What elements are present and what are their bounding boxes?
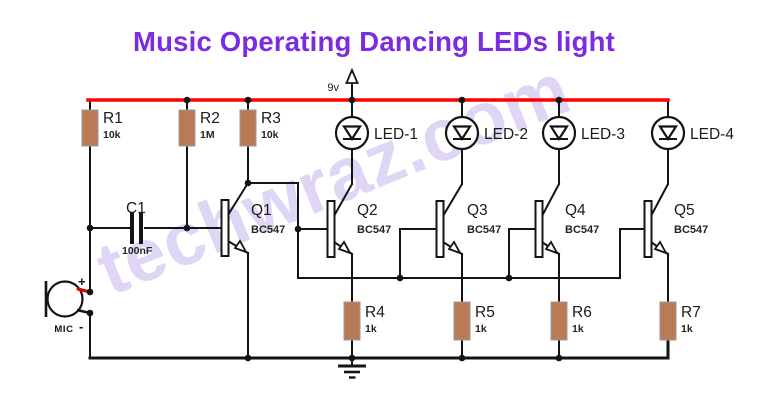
capacitor-c1: C1 100nF <box>122 200 153 257</box>
ground-icon <box>338 364 366 379</box>
led-3: LED-3 <box>541 115 625 151</box>
resistor-name: R2 <box>200 110 220 127</box>
emitter-arrow-icon <box>447 240 462 255</box>
ground-rail <box>88 338 670 360</box>
capacitor-name: C1 <box>126 200 146 217</box>
transistor-q3: Q3 BC547 <box>435 200 501 258</box>
emitter-arrow-icon <box>233 239 248 254</box>
resistor-body <box>239 109 257 147</box>
resistor-value: 1k <box>475 323 487 335</box>
led-diode-icon <box>451 125 473 142</box>
transistor-q5: Q5 BC547 <box>643 200 708 258</box>
supply-9v: 9v <box>327 67 359 94</box>
transistor-base-bar <box>643 200 653 258</box>
capacitor-plate <box>139 212 143 244</box>
capacitor-plate <box>130 212 134 244</box>
resistor-value: 1k <box>365 323 377 335</box>
led-label: LED-3 <box>581 126 625 143</box>
emitter-arrow-icon <box>544 240 559 255</box>
capacitor-value: 100nF <box>122 245 153 257</box>
transistor-q4: Q4 BC547 <box>534 200 599 258</box>
resistor-value: 10k <box>261 129 279 141</box>
transistor-name: Q1 <box>251 202 272 219</box>
transistor-name: Q5 <box>674 202 695 219</box>
supply-label: 9v <box>327 82 339 94</box>
led-diode-icon <box>341 125 363 142</box>
resistor-name: R7 <box>681 304 701 321</box>
microphone: + - MIC <box>44 274 92 335</box>
led-2: LED-2 <box>444 115 528 151</box>
resistor-r3: R3 10k <box>239 109 281 147</box>
transistor-part: BC547 <box>357 224 391 236</box>
led-label: LED-1 <box>374 126 418 143</box>
resistor-body <box>550 301 568 341</box>
transistor-q2: Q2 BC547 <box>326 200 391 258</box>
emitter-arrow-icon <box>653 240 668 255</box>
mic-circle <box>46 280 84 318</box>
resistor-body <box>343 301 361 341</box>
transistor-name: Q4 <box>565 202 586 219</box>
resistor-r5: R5 1k <box>453 301 495 341</box>
resistor-r4: R4 1k <box>343 301 385 341</box>
resistor-name: R3 <box>261 110 281 127</box>
transistor-base-bar <box>534 200 544 258</box>
page-title: Music Operating Dancing LEDs light <box>133 26 615 57</box>
emitter-arrow-icon <box>337 240 352 255</box>
junction-dots <box>86 96 563 362</box>
transistor-part: BC547 <box>467 224 501 236</box>
mic-minus-sign: - <box>79 319 83 334</box>
transistor-part: BC547 <box>251 224 285 236</box>
resistor-value: 1k <box>681 323 693 335</box>
resistor-r7: R7 1k <box>659 301 701 341</box>
transistor-name: Q2 <box>357 202 378 219</box>
led-diode-icon <box>657 125 679 142</box>
resistor-name: R4 <box>365 304 385 321</box>
resistor-name: R6 <box>572 304 592 321</box>
transistor-name: Q3 <box>467 202 488 219</box>
led-label: LED-4 <box>690 126 734 143</box>
mic-label: MIC <box>54 324 73 335</box>
transistor-part: BC547 <box>565 224 599 236</box>
resistor-r2: R2 1M <box>178 109 220 147</box>
resistor-value: 1M <box>200 129 215 141</box>
transistor-base-bar <box>220 199 230 257</box>
led-1: LED-1 <box>334 115 418 151</box>
resistor-value: 1k <box>572 323 584 335</box>
resistor-body <box>178 109 196 147</box>
transistor-base-bar <box>435 200 445 258</box>
transistor-part: BC547 <box>674 224 708 236</box>
resistor-value: 10k <box>103 129 121 141</box>
led-diode-icon <box>548 125 570 142</box>
led-label: LED-2 <box>484 126 528 143</box>
led-4: LED-4 <box>650 115 734 151</box>
resistor-name: R5 <box>475 304 495 321</box>
resistor-r1: R1 10k <box>81 109 123 147</box>
resistor-body <box>453 301 471 341</box>
transistor-q1: Q1 BC547 <box>220 199 285 257</box>
supply-arrow-icon <box>345 67 359 84</box>
resistor-name: R1 <box>103 110 123 127</box>
resistor-r6: R6 1k <box>550 301 592 341</box>
transistor-base-bar <box>326 200 336 258</box>
resistor-body <box>81 109 99 147</box>
resistor-body <box>659 301 677 341</box>
mic-plus-sign: + <box>78 274 86 289</box>
